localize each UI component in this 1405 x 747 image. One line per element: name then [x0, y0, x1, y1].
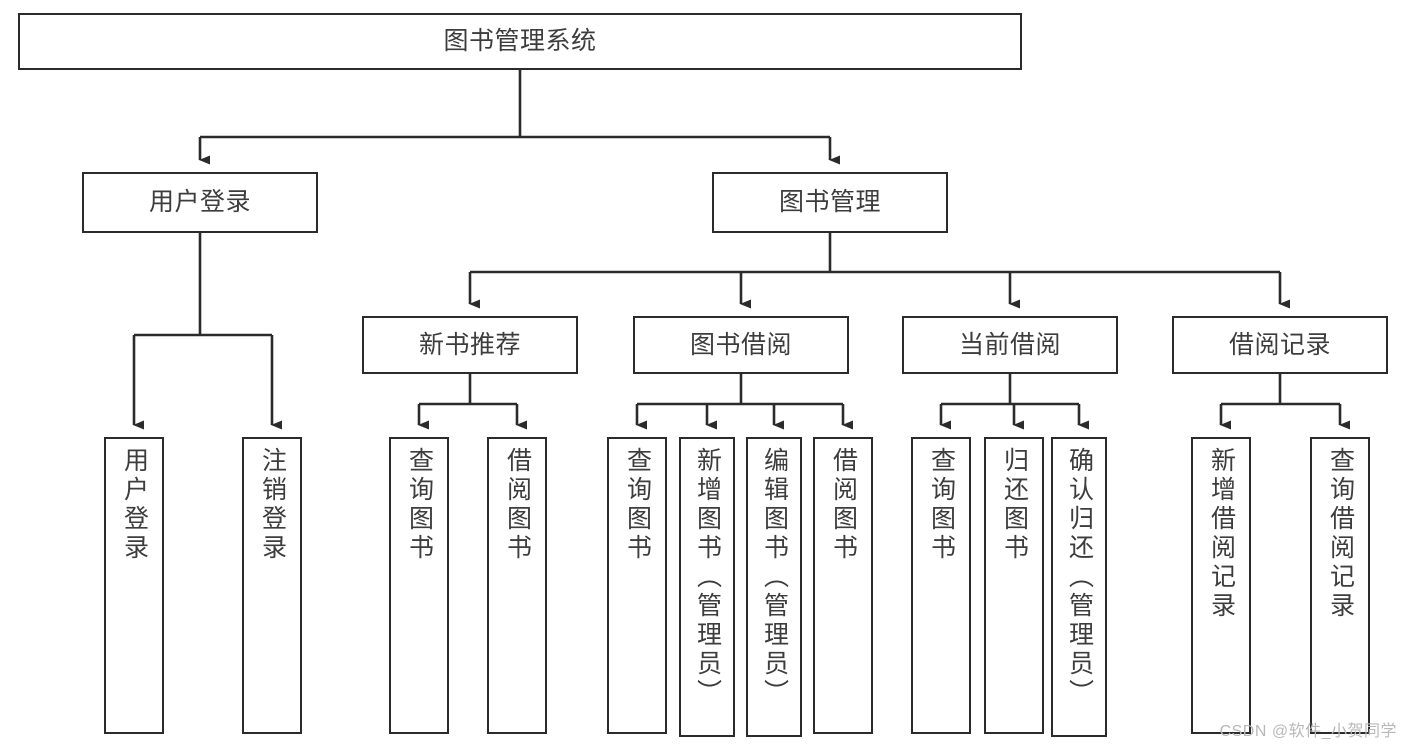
node-label: 查询借阅记录: [1326, 447, 1355, 621]
node-leaf-user-login[interactable]: 用户登录: [104, 437, 164, 734]
node-leaf-add-borrow-record[interactable]: 新增借阅记录: [1191, 437, 1251, 734]
node-leaf-borrow-book-recommend[interactable]: 借阅图书: [487, 437, 547, 734]
node-root-system[interactable]: 图书管理系统: [18, 13, 1022, 70]
node-leaf-logout[interactable]: 注销登录: [242, 437, 302, 734]
node-label: 图书管理: [778, 188, 881, 216]
node-label: 借阅图书: [503, 447, 532, 563]
node-label: 新增借阅记录: [1207, 447, 1236, 621]
watermark-text: CSDN @软件_小贺同学: [1219, 723, 1397, 740]
node-label: 当前借阅: [958, 330, 1061, 359]
node-leaf-query-borrow-record[interactable]: 查询借阅记录: [1310, 437, 1370, 734]
node-label: 注销登录: [258, 447, 287, 563]
node-leaf-add-book-admin[interactable]: 新增图书（管理员）: [679, 437, 735, 737]
node-leaf-confirm-return-admin[interactable]: 确认归还（管理员）: [1051, 437, 1107, 737]
node-label: 用户登录: [148, 188, 251, 216]
node-book-manage[interactable]: 图书管理: [712, 172, 948, 233]
node-user-login[interactable]: 用户登录: [82, 172, 318, 233]
node-label: 图书借阅: [689, 330, 792, 359]
node-label: 新书推荐: [418, 330, 521, 359]
node-leaf-query-book-borrow[interactable]: 查询图书: [607, 437, 667, 734]
node-leaf-query-book-recommend[interactable]: 查询图书: [389, 437, 449, 734]
node-new-book-recommend[interactable]: 新书推荐: [362, 316, 578, 374]
node-book-borrow[interactable]: 图书借阅: [633, 316, 849, 374]
node-label: 图书管理系统: [443, 27, 597, 55]
node-leaf-return-book[interactable]: 归还图书: [984, 437, 1044, 734]
node-label: 编辑图书（管理员）: [760, 447, 789, 708]
node-label: 查询图书: [623, 447, 652, 563]
node-label: 查询图书: [405, 447, 434, 563]
node-label: 借阅图书: [829, 447, 858, 563]
node-label: 借阅记录: [1228, 330, 1331, 359]
node-label: 查询图书: [927, 447, 956, 563]
node-leaf-edit-book-admin[interactable]: 编辑图书（管理员）: [746, 437, 802, 737]
node-leaf-query-book-current[interactable]: 查询图书: [911, 437, 971, 734]
node-current-borrow[interactable]: 当前借阅: [902, 316, 1118, 374]
node-leaf-borrow-book[interactable]: 借阅图书: [813, 437, 873, 734]
node-label: 确认归还（管理员）: [1065, 447, 1094, 708]
node-borrow-record[interactable]: 借阅记录: [1172, 316, 1388, 374]
node-label: 新增图书（管理员）: [693, 447, 722, 708]
node-label: 归还图书: [1000, 447, 1029, 563]
node-label: 用户登录: [120, 447, 149, 563]
